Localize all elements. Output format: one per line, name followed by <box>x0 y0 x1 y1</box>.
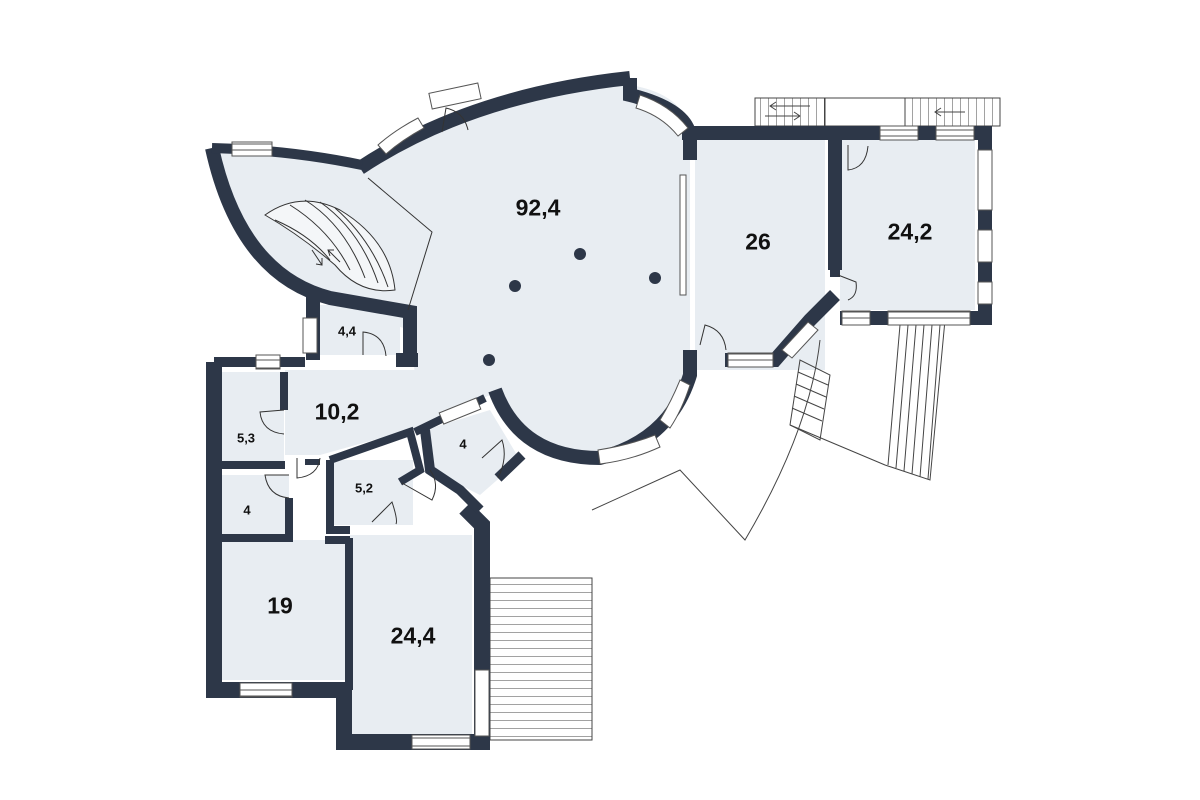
window-room-26-left <box>679 174 687 296</box>
windows <box>231 82 993 750</box>
area-label-room-10-2: 10,2 <box>314 398 360 425</box>
area-label-room-24-2: 24,2 <box>887 218 933 245</box>
area-label-room-5-3: 5,3 <box>236 430 256 446</box>
room-24-2-floor <box>840 140 975 310</box>
stairs-top-left <box>754 97 826 127</box>
partition-5-3 <box>222 372 288 469</box>
door-5-3 <box>259 409 285 435</box>
window-24-4-bottom <box>411 734 471 750</box>
window-4-4 <box>302 317 318 354</box>
stairs-arc <box>789 359 831 441</box>
window-hall-bottom-arc <box>597 434 661 465</box>
terrace-outline-bottom <box>591 339 821 541</box>
window-hall-top <box>428 82 482 110</box>
area-label-room-5-2: 5,2 <box>354 480 374 496</box>
area-label-hall: 92,4 <box>515 194 561 221</box>
room-4-a-floor <box>222 475 289 535</box>
stairs-bottom <box>489 577 593 741</box>
window-hall-arc-right <box>635 94 689 137</box>
leaf-top-wall <box>211 143 364 170</box>
columns <box>483 248 661 366</box>
leaf-wall <box>205 146 417 360</box>
window-24-2-right-2 <box>977 229 993 263</box>
window-19-bottom <box>239 682 293 698</box>
area-label-room-4-b: 4 <box>459 436 467 452</box>
stair-arrow-1 <box>769 101 810 111</box>
area-label-room-4-a: 4 <box>243 502 251 518</box>
door-hall-top <box>441 107 469 133</box>
door-5-2 <box>371 501 397 525</box>
window-24-2-right-3 <box>977 281 993 305</box>
partition-19-24-4 <box>325 536 353 690</box>
stairs-top-right <box>904 97 1001 127</box>
window-24-2-right-1 <box>977 149 993 211</box>
door-24-2-top <box>847 145 869 171</box>
window-room-26-bottom <box>727 352 774 368</box>
door-5-2-b <box>401 469 436 501</box>
area-label-room-19: 19 <box>267 592 293 619</box>
window-24-2-top-2 <box>935 125 975 141</box>
room-24-4-floor <box>350 535 472 735</box>
stair-arrow-2 <box>765 111 801 121</box>
door-room-26-bottom <box>699 324 727 351</box>
area-label-room-4-4: 4,4 <box>337 323 357 339</box>
window-room-26-diag <box>781 321 819 359</box>
room-10-2-floor <box>285 370 490 455</box>
column-4 <box>483 354 495 366</box>
window-4-b-top <box>438 397 482 425</box>
left-block-wall <box>206 362 490 750</box>
window-24-4-right <box>474 669 490 737</box>
doors <box>259 107 869 525</box>
spiral-stair <box>264 199 396 292</box>
room-5-2-floor <box>333 460 413 525</box>
window-24-2-top-1 <box>879 125 919 141</box>
spiral-arrow-1 <box>311 249 323 266</box>
partition-4-a <box>222 498 293 542</box>
area-label-room-24-4: 24,4 <box>390 622 436 649</box>
stair-arrow-3 <box>934 107 965 117</box>
door-10-2-bottom <box>296 457 321 479</box>
window-hall-arc-left <box>377 117 425 155</box>
window-24-2-bottom-1 <box>841 310 871 326</box>
window-24-2-bottom-2 <box>887 310 971 326</box>
stairs-right <box>887 324 941 480</box>
spiral-arrow-2 <box>327 249 341 263</box>
door-4-b <box>481 439 505 479</box>
door-room-26-corner <box>837 274 857 301</box>
stairs-top-link <box>825 97 905 127</box>
room-5-3-floor <box>222 372 284 462</box>
leaf-inner-line <box>367 177 433 311</box>
column-1 <box>574 248 586 260</box>
hall-floor <box>330 85 690 455</box>
area-label-room-26: 26 <box>745 228 771 255</box>
window-hall-bottom-right <box>659 379 691 429</box>
column-3 <box>649 272 661 284</box>
column-2 <box>509 280 521 292</box>
door-4-4 <box>362 331 387 357</box>
partition-4-b <box>420 429 526 514</box>
room-19-floor <box>222 540 349 680</box>
door-4-a <box>264 474 290 499</box>
window-5-3-top <box>255 354 281 370</box>
window-leaf-top <box>231 141 273 157</box>
exterior-stairs <box>489 97 1001 741</box>
